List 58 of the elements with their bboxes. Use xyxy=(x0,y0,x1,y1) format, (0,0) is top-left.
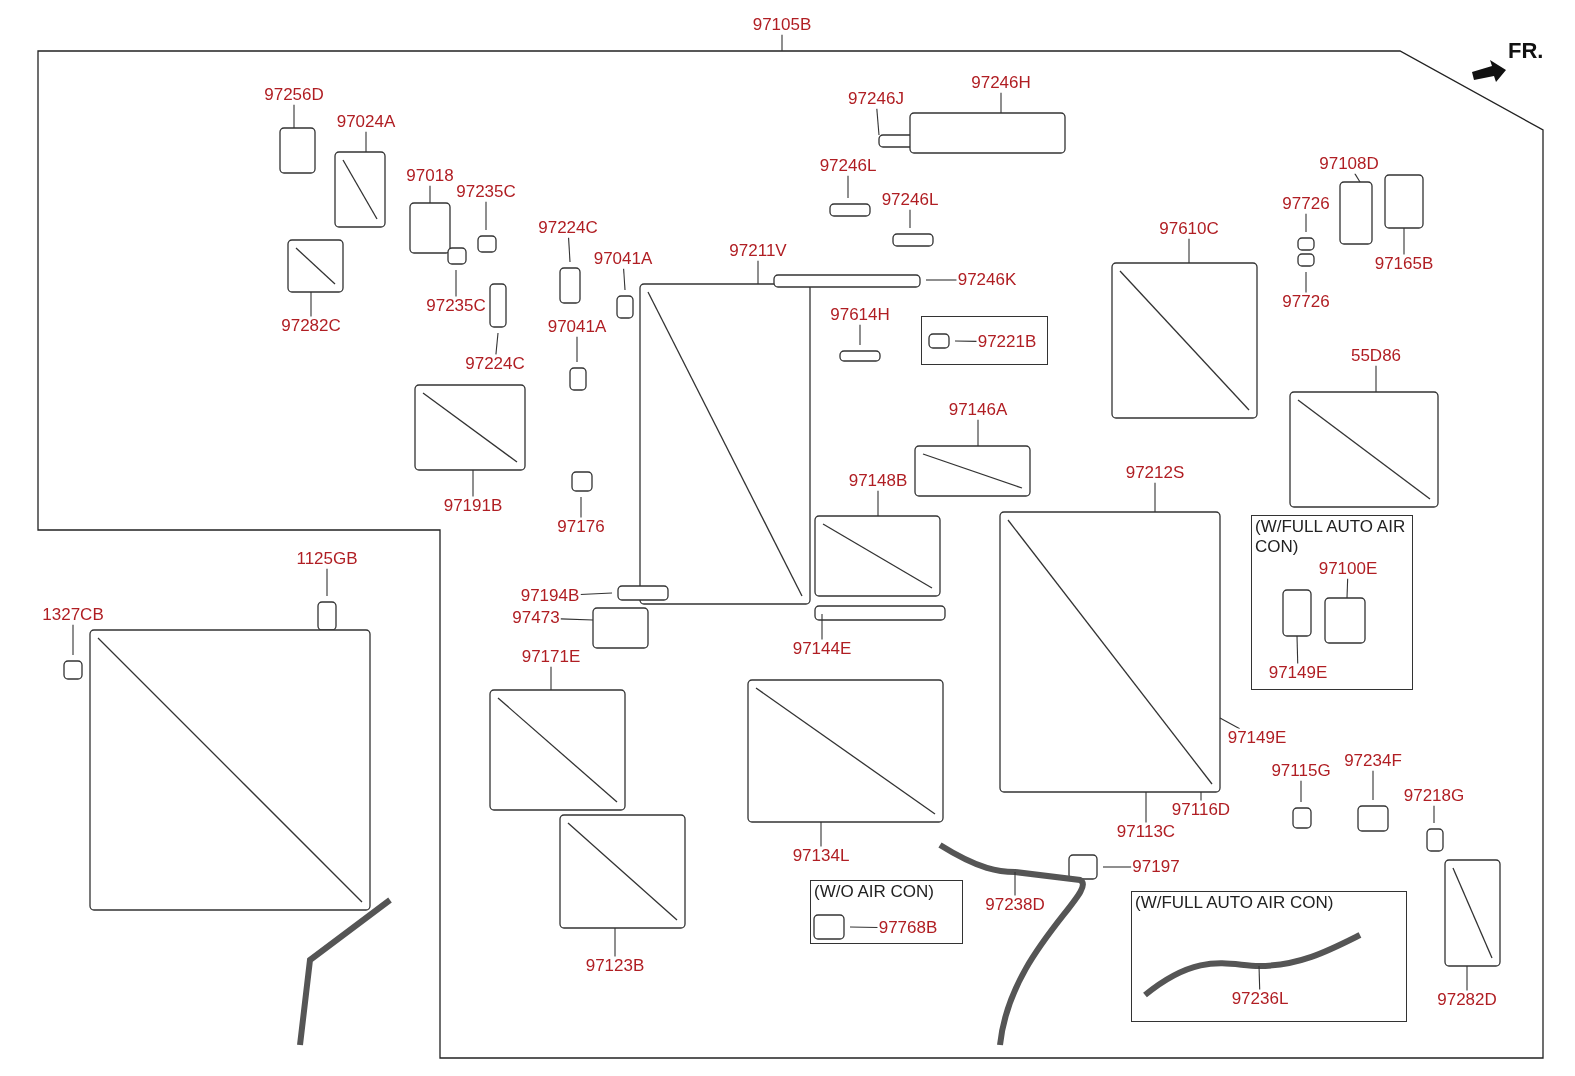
leader-line xyxy=(1188,237,1190,264)
leader-line xyxy=(1200,791,1202,802)
leader-line xyxy=(847,174,849,199)
leader-line xyxy=(859,323,861,346)
leader-line xyxy=(1354,172,1361,183)
leader-line xyxy=(1296,635,1299,665)
option-group-box xyxy=(1131,891,1407,1022)
leader-line xyxy=(472,469,474,498)
direction-label: FR. xyxy=(1508,38,1544,64)
leader-line xyxy=(877,489,879,517)
leader-line xyxy=(1258,965,1261,991)
leader-line xyxy=(560,618,594,621)
leader-line xyxy=(550,665,552,691)
leader-line xyxy=(820,821,822,848)
leader-line xyxy=(310,291,312,318)
leader-line xyxy=(781,33,783,52)
leader-line xyxy=(1000,91,1002,114)
leader-line xyxy=(495,332,499,356)
leader-line xyxy=(1346,577,1349,599)
leader-line xyxy=(821,613,823,641)
option-group-box xyxy=(810,880,963,944)
leader-line xyxy=(1433,804,1435,824)
leader-line xyxy=(72,623,74,656)
leader-line xyxy=(1305,212,1307,233)
leader-line xyxy=(1466,965,1468,992)
leader-line xyxy=(1300,779,1302,803)
leader-line xyxy=(1014,871,1016,897)
leader-line xyxy=(623,267,626,291)
leader-line xyxy=(1145,791,1147,824)
group-note: (W/O AIR CON) xyxy=(814,882,934,902)
leader-line xyxy=(568,236,571,263)
leader-line xyxy=(1375,364,1377,393)
option-group-box xyxy=(1251,515,1413,690)
leader-line xyxy=(365,130,367,153)
leader-line xyxy=(614,927,616,958)
leader-line xyxy=(579,592,613,596)
leader-line xyxy=(429,184,431,204)
leader-line xyxy=(580,496,582,519)
leader-line xyxy=(909,208,911,229)
leader-line xyxy=(576,335,578,363)
leader-line xyxy=(485,200,487,231)
leader-line xyxy=(849,926,879,929)
leader-line xyxy=(1102,866,1132,868)
group-note: (W/FULL AUTO AIR CON) xyxy=(1135,893,1334,913)
leader-line xyxy=(1403,227,1405,256)
leader-line xyxy=(455,269,457,298)
leader-line xyxy=(1372,769,1374,801)
leader-line xyxy=(1305,271,1307,294)
leader-line xyxy=(925,279,958,281)
leader-line xyxy=(1154,481,1156,513)
leader-line xyxy=(954,340,978,342)
leader-line xyxy=(757,259,759,285)
leader-line xyxy=(876,107,880,136)
leader-line xyxy=(1219,717,1241,730)
leader-line xyxy=(293,103,295,129)
leader-line xyxy=(326,567,328,597)
leader-line xyxy=(977,418,979,447)
part-group-box xyxy=(921,316,1048,365)
